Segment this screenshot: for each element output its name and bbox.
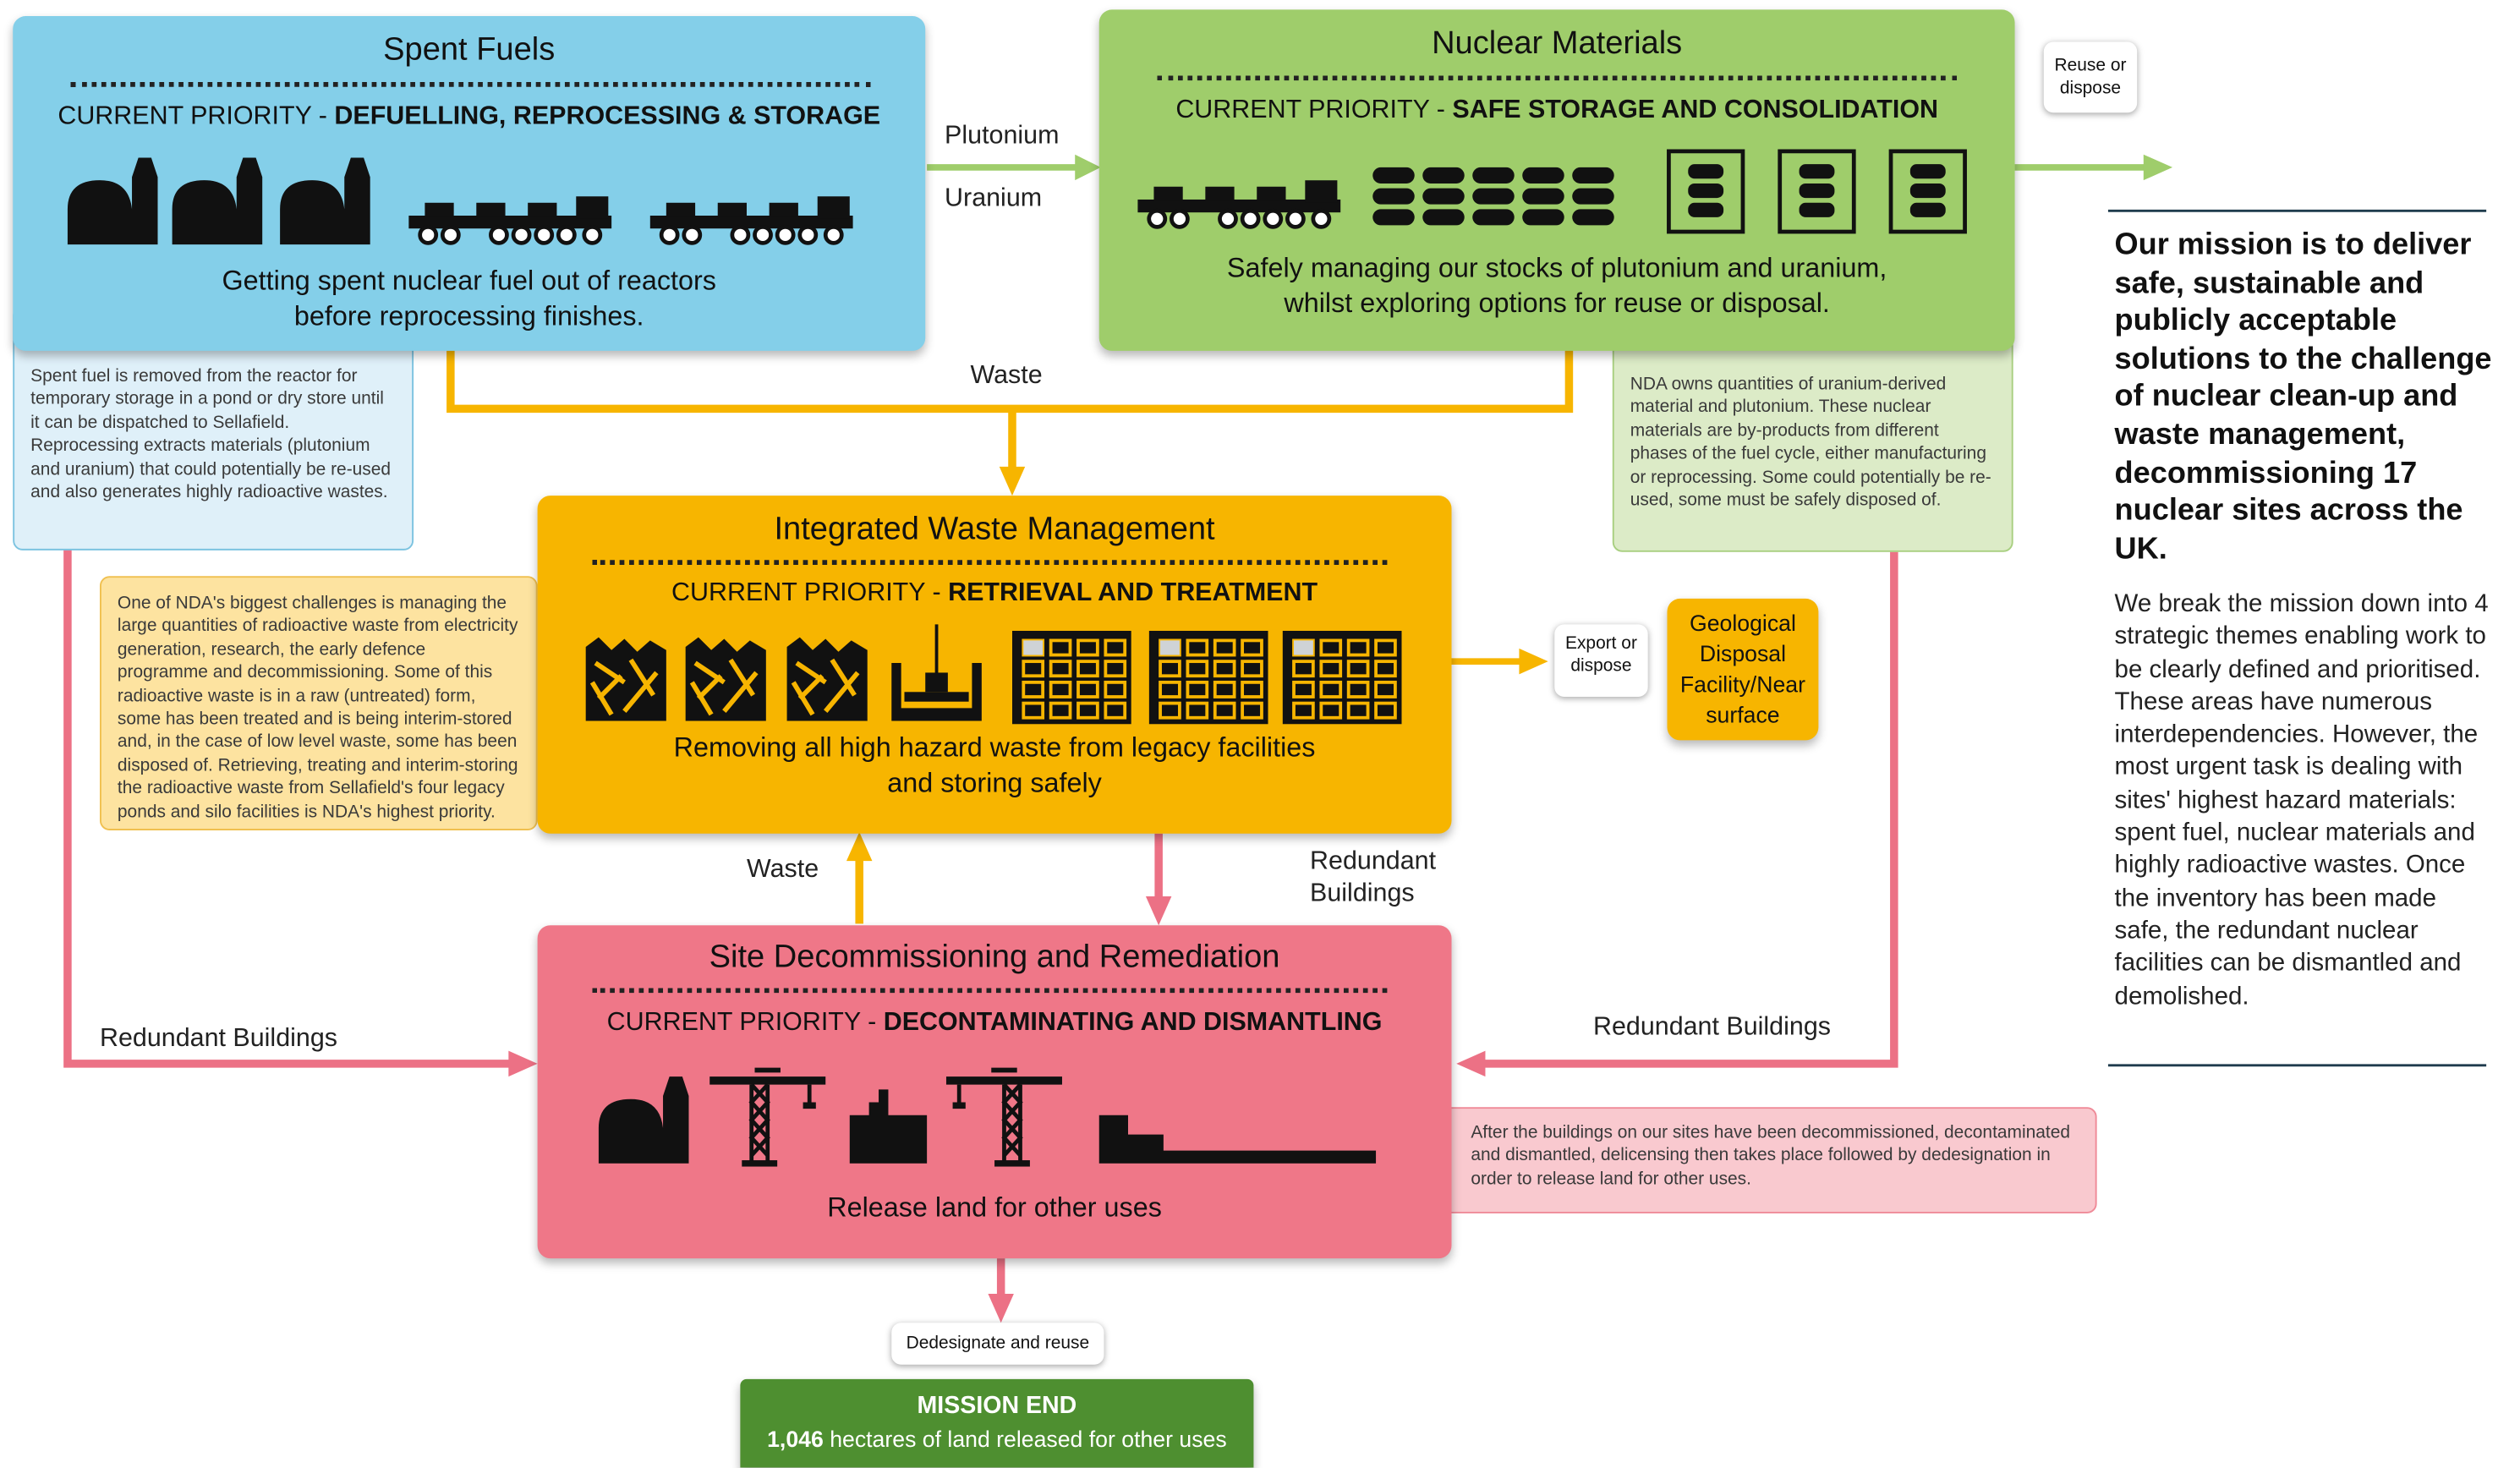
waste-label-top: Waste <box>970 362 1043 390</box>
spent-fuels-description: Getting spent nuclear fuel out of reacto… <box>222 265 716 332</box>
reactor-icon <box>277 155 373 245</box>
waste-management-box: Integrated Waste Management CURRENT PRIO… <box>537 496 1452 834</box>
dedesignate-reuse-tag: Dedesignate and reuse <box>891 1323 1104 1365</box>
canister-icon <box>1887 148 1968 235</box>
canister-icon <box>1666 148 1746 235</box>
redundant-buildings-label-right: Redundant Buildings <box>1592 1013 1831 1042</box>
waste-box-icon <box>1148 630 1268 725</box>
reactor-icon <box>169 155 266 245</box>
waste-management-title: Integrated Waste Management <box>774 512 1215 548</box>
waste-management-description: Removing all high hazard waste from lega… <box>673 731 1316 798</box>
reactor-icon <box>595 1073 692 1164</box>
crane-icon <box>943 1067 1066 1167</box>
nuclear-materials-description: Safely managing our stocks of plutonium … <box>1226 252 1887 319</box>
decommissioning-description: Release land for other uses <box>827 1192 1162 1224</box>
waste-box-icon <box>1282 630 1402 725</box>
crane-icon <box>706 1067 829 1167</box>
mission-end-box: MISSION END 1,046 hectares of land relea… <box>740 1378 1254 1468</box>
waste-label-mid: Waste <box>746 856 819 884</box>
canister-icon <box>1777 148 1857 235</box>
decommissioning-priority: CURRENT PRIORITY - DECONTAMINATING AND D… <box>606 1009 1383 1037</box>
redundant-buildings-label-left: Redundant Buildings <box>99 1025 338 1053</box>
reactor-icon <box>64 155 161 245</box>
ground-icon <box>1096 1112 1379 1164</box>
geological-disposal-box: Geological Disposal Facility/Near surfac… <box>1667 598 1819 741</box>
export-or-dispose-tag: Export or dispose <box>1554 624 1648 697</box>
spent-fuels-priority: CURRENT PRIORITY - DEFUELLING, REPROCESS… <box>58 102 881 131</box>
divider <box>592 988 1388 994</box>
uranium-label: Uranium <box>945 184 1043 213</box>
redundant-buildings-label-mid: Redundant Buildings <box>1310 847 1437 908</box>
mission-heading: Our mission is to deliver safe, sustaina… <box>2114 228 2492 567</box>
reactor-icon <box>846 1087 930 1164</box>
decommissioning-box: Site Decommissioning and Remediation CUR… <box>537 925 1452 1259</box>
train-icon <box>647 196 856 248</box>
geological-disposal-label: Geological Disposal Facility/Near surfac… <box>1679 610 1805 728</box>
mission-body: We break the mission down into 4 strateg… <box>2114 590 2489 1011</box>
train-icon <box>406 196 615 248</box>
nuclear-materials-box: Nuclear Materials CURRENT PRIORITY - SAF… <box>1098 9 2015 351</box>
waste-pile-icon <box>583 634 670 725</box>
mission-end-text: 1,046 hectares of land released for othe… <box>767 1426 1227 1452</box>
waste-pile-icon <box>784 634 871 725</box>
decommissioning-note: After the buildings on our sites have be… <box>1422 1107 2097 1213</box>
spent-fuels-box: Spent Fuels CURRENT PRIORITY - DEFUELLIN… <box>13 16 926 351</box>
waste-pile-icon <box>682 634 770 725</box>
divider <box>1157 75 1958 81</box>
divider <box>592 560 1388 565</box>
spent-fuels-title: Spent Fuels <box>383 32 556 68</box>
divider <box>70 82 871 87</box>
reuse-or-dispose-tag: Reuse or dispose <box>2043 41 2138 113</box>
container-stack-icon <box>1369 164 1620 232</box>
decommissioning-title: Site Decommissioning and Remediation <box>709 939 1280 976</box>
train-icon <box>1135 180 1344 232</box>
mission-end-title: MISSION END <box>917 1392 1077 1420</box>
waste-box-icon <box>1011 630 1131 725</box>
plutonium-label: Plutonium <box>945 122 1060 150</box>
waste-management-note: One of NDA's biggest challenges is manag… <box>99 576 538 830</box>
waste-management-priority: CURRENT PRIORITY - RETRIEVAL AND TREATME… <box>671 579 1318 607</box>
pond-icon <box>888 622 984 725</box>
nuclear-materials-title: Nuclear Materials <box>1432 25 1683 62</box>
nuclear-materials-priority: CURRENT PRIORITY - SAFE STORAGE AND CONS… <box>1175 96 1938 124</box>
